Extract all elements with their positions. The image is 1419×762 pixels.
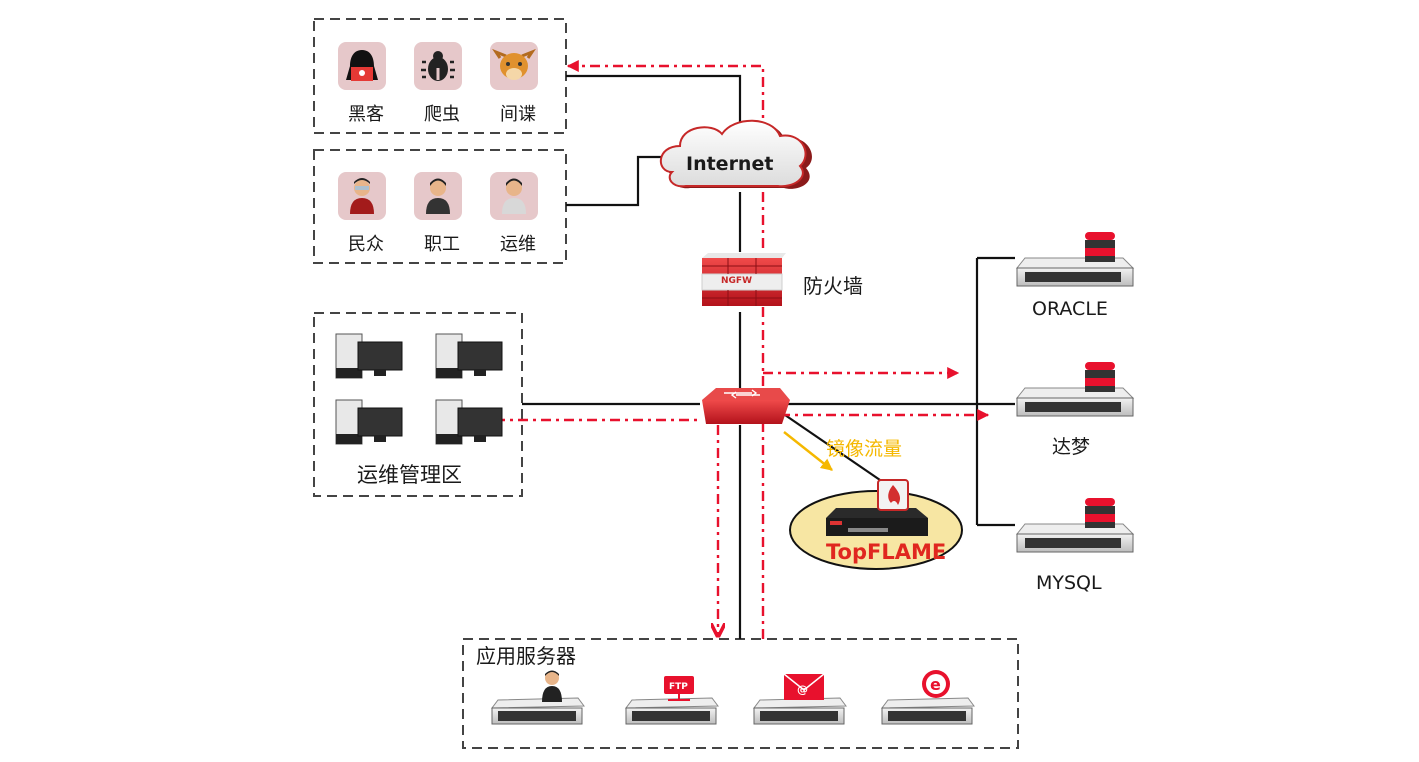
hacker-icon — [346, 50, 378, 81]
firewall-ngfw-icon — [701, 253, 786, 306]
mail-server-icon: @ — [752, 673, 847, 725]
dameng-db-server-icon — [1015, 362, 1135, 417]
workstation-icon — [435, 399, 503, 445]
ops-person-icon — [502, 178, 526, 214]
user-label-ops: 运维 — [500, 234, 536, 255]
db-label-mysql: MYSQL — [1036, 572, 1102, 594]
link-threats-internet — [566, 74, 742, 130]
employee-person-icon — [426, 178, 450, 214]
ops-zone-label: 运维管理区 — [357, 463, 462, 487]
threat-label-crawler: 爬虫 — [424, 104, 460, 125]
firewall-label: 防火墙 — [803, 274, 863, 298]
web-server-icon: e — [880, 670, 975, 725]
topflame-appliance — [789, 479, 963, 570]
user-server-icon — [490, 670, 585, 725]
app-servers-label: 应用服务器 — [476, 644, 576, 668]
internet-cloud-icon — [659, 119, 812, 189]
ops-tile — [490, 172, 538, 220]
ftp-server-icon: FTP — [624, 676, 719, 725]
ftp-badge: FTP — [669, 682, 688, 692]
link-switch-topflame — [784, 414, 881, 481]
internet-label: Internet — [686, 153, 774, 175]
threat-label-spy: 间谍 — [500, 104, 536, 125]
web-badge: e — [930, 675, 941, 694]
citizen-person-icon — [350, 178, 374, 214]
bug-crawler-icon — [421, 51, 455, 81]
user-label-citizen: 民众 — [348, 234, 384, 255]
threat-label-hacker: 黑客 — [348, 104, 384, 125]
user-label-employee: 职工 — [424, 234, 460, 255]
firewall-badge: NGFW — [721, 276, 752, 286]
ops-zone-border — [313, 312, 523, 497]
hacker-tile — [338, 42, 386, 90]
mirror-traffic-arrow — [783, 431, 833, 471]
attack-path-internet — [566, 60, 765, 639]
workstation-icon — [435, 333, 503, 379]
mirror-traffic-label: 镜像流量 — [826, 438, 903, 460]
mysql-db-server-icon — [1015, 498, 1135, 553]
crawler-tile — [414, 42, 462, 90]
employee-tile — [414, 172, 462, 220]
oracle-db-server-icon — [1015, 232, 1135, 287]
user-group-border — [313, 149, 567, 264]
spy-mask-icon — [492, 48, 536, 80]
mail-badge: @ — [797, 683, 808, 696]
db-label-dameng: 达梦 — [1052, 436, 1091, 458]
topflame-label: TopFLAME — [826, 540, 947, 564]
db-label-oracle: ORACLE — [1032, 298, 1108, 320]
workstation-icon — [335, 399, 403, 445]
workstation-icon — [335, 333, 403, 379]
spy-tile — [490, 42, 538, 90]
citizen-tile — [338, 172, 386, 220]
core-switch-icon — [702, 388, 790, 424]
